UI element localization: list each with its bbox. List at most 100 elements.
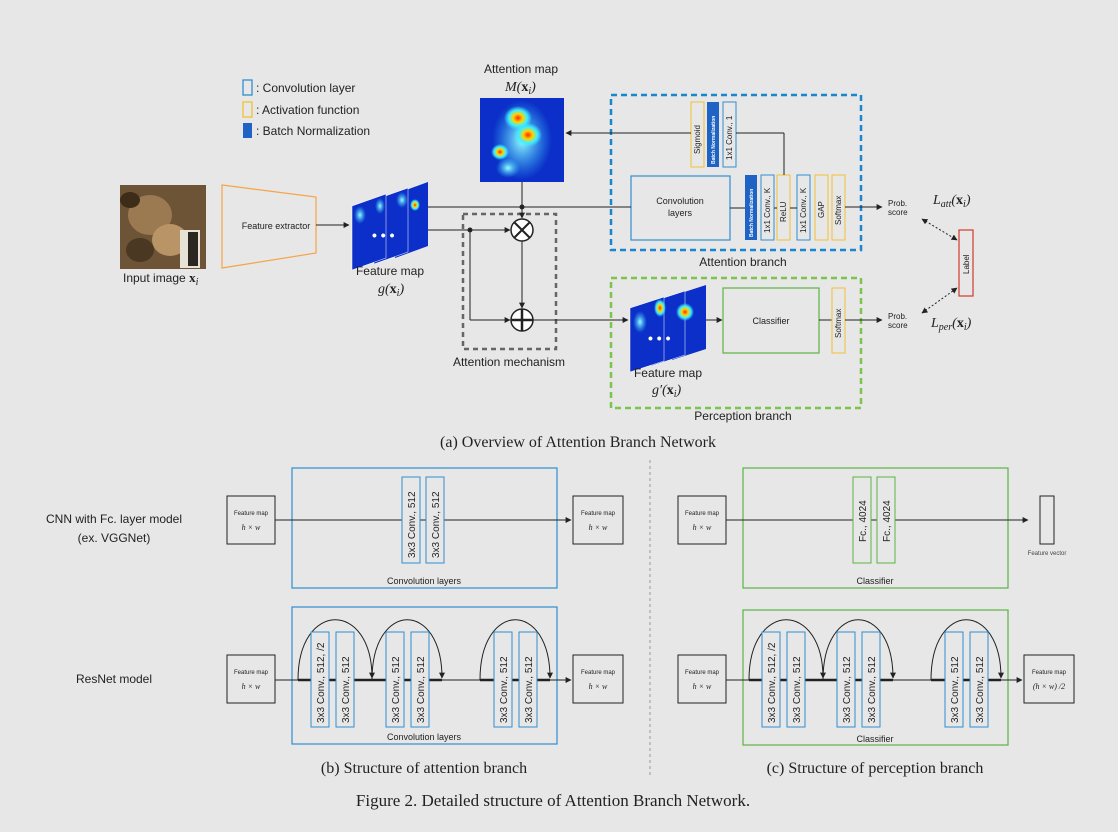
input-image	[120, 185, 206, 269]
prob-att-line2: score	[888, 208, 908, 217]
label-box	[958, 229, 974, 297]
softmax-att-label: Softmax	[834, 196, 843, 225]
dashed-att-label	[921, 218, 958, 241]
feature-map-g: • • •	[351, 182, 428, 271]
prob-per-line1: Prob.	[888, 312, 907, 321]
gap-block	[814, 174, 829, 241]
c-res-conv4: 3x3 Conv., 512	[867, 656, 878, 723]
b-res-fm-in-title: Feature map	[234, 670, 269, 676]
prob-per-line2: score	[888, 321, 908, 330]
attention-mechanism-box	[461, 212, 558, 351]
feature-map-g-label: Feature map	[356, 264, 424, 278]
feature-map-g-var: g(xi)	[378, 282, 404, 299]
perception-branch-label: Perception branch	[694, 409, 791, 423]
c-res-fm-out-title: Feature map	[1032, 670, 1067, 676]
c-resnet: Feature map h × w Classifier 3x3 Conv., …	[677, 609, 1075, 746]
legend-conv-swatch	[242, 79, 253, 96]
feature-vector-label: Feature vector	[1028, 551, 1067, 557]
l-att: Latt(xi)	[932, 193, 971, 210]
b-vgg: Feature map h × w Convolution layers 3x3…	[226, 467, 624, 589]
input-image-label: Input image xi	[123, 270, 199, 288]
conv1x1-1-block	[722, 101, 737, 168]
l-per: Lper(xi)	[930, 316, 972, 333]
figure-caption: Figure 2. Detailed structure of Attentio…	[356, 791, 750, 810]
legend-bn-swatch	[243, 123, 252, 138]
c-res-conv1: 3x3 Conv., 512, /2	[767, 642, 778, 723]
b-vgg-conv2: 3x3 Conv., 512	[431, 491, 442, 558]
c-res-fm-in-title: Feature map	[685, 670, 720, 676]
perception-branch-box	[609, 276, 863, 410]
prob-att-line1: Prob.	[888, 199, 907, 208]
b-res-fm-out-dim: h × w	[589, 682, 608, 691]
b-res-conv3: 3x3 Conv., 512	[391, 656, 402, 723]
legend-act-label: : Activation function	[256, 103, 359, 117]
feature-map-g-prime-var: g′(xi)	[652, 383, 682, 400]
bn-block-2	[707, 102, 719, 167]
b-vgg-fm-out-title: Feature map	[581, 511, 616, 517]
attention-mechanism-label: Attention mechanism	[453, 355, 565, 369]
bn-block-2-label: Batch Normalization	[711, 116, 717, 164]
c-res-caption: Classifier	[856, 734, 893, 744]
attention-map-var: M(xi)	[504, 80, 536, 97]
svg-text:• • •: • • •	[372, 227, 395, 243]
legend-bn-label: : Batch Normalization	[256, 124, 370, 138]
feature-map-g-prime-label: Feature map	[634, 366, 702, 380]
feature-map-g-prime: • • •	[629, 285, 706, 373]
relu-label: ReLU	[779, 201, 788, 222]
c-res-conv5: 3x3 Conv., 512	[950, 656, 961, 723]
b-vgg-caption: Convolution layers	[387, 576, 462, 586]
b-res-conv5: 3x3 Conv., 512	[499, 656, 510, 723]
b-vgg-conv1: 3x3 Conv., 512	[407, 491, 418, 558]
feature-extractor-trapezoid	[221, 184, 317, 269]
caption-a: (a) Overview of Attention Branch Network	[440, 434, 716, 451]
attention-map-label: Attention map	[484, 62, 558, 76]
gap-label: GAP	[817, 201, 826, 218]
label-text: Label	[962, 254, 971, 274]
caption-b: (b) Structure of attention branch	[321, 760, 527, 777]
b-res-conv4: 3x3 Conv., 512	[416, 656, 427, 723]
b-vgg-fm-out-dim: h × w	[589, 523, 608, 532]
b-res-conv2: 3x3 Conv., 512	[341, 656, 352, 723]
legend: : Convolution layer : Activation functio…	[242, 79, 370, 138]
b-vgg-fm-in-dim: h × w	[242, 523, 261, 532]
row1-label-line1: CNN with Fc. layer model	[46, 512, 182, 526]
b-res-fm-out-title: Feature map	[581, 670, 616, 676]
c-res-fm-out-dim: (h × w) /2	[1033, 682, 1065, 691]
c-res-conv3: 3x3 Conv., 512	[842, 656, 853, 723]
caption-c: (c) Structure of perception branch	[767, 760, 984, 777]
b-res-conv6: 3x3 Conv., 512	[524, 656, 535, 723]
b-res-fm-in-dim: h × w	[242, 682, 261, 691]
row1-label-line2: (ex. VGGNet)	[78, 531, 151, 545]
attention-branch-box	[609, 93, 863, 252]
feature-extractor-label: Feature extractor	[242, 221, 311, 231]
c-res-conv6: 3x3 Conv., 512	[975, 656, 986, 723]
c-vgg-fc1: Fc., 4024	[858, 500, 869, 542]
c-vgg-fc2: Fc., 4024	[882, 500, 893, 542]
dashed-per-label	[921, 287, 958, 314]
c-res-conv2: 3x3 Conv., 512	[792, 656, 803, 723]
c-vgg-caption: Classifier	[856, 576, 893, 586]
conv1x1-k-b-label: 1x1 Conv., K	[799, 187, 808, 233]
b-res-conv1: 3x3 Conv., 512, /2	[316, 642, 327, 723]
b-resnet: Feature map h × w Convolution layers 3x3…	[226, 606, 624, 745]
b-vgg-fm-in-title: Feature map	[234, 511, 269, 517]
sigmoid-block	[690, 101, 705, 168]
conv1x1-k-a-label: 1x1 Conv., K	[763, 187, 772, 233]
attention-map-image	[480, 98, 564, 182]
row2-label: ResNet model	[76, 672, 152, 686]
c-vgg-fm-in-title: Feature map	[685, 511, 720, 517]
attention-branch-label: Attention branch	[699, 255, 786, 269]
c-vgg: Feature map h × w Classifier Fc., 4024 F…	[677, 467, 1067, 589]
bn-block-1-label: Batch Normalization	[749, 189, 755, 237]
c-vgg-fm-in-dim: h × w	[693, 523, 712, 532]
svg-text:• • •: • • •	[648, 330, 671, 346]
conv1x1-1-label: 1x1 Conv., 1	[725, 115, 734, 160]
attention-conv-layers-line2: layers	[668, 208, 693, 218]
attention-conv-layers-line1: Convolution	[656, 196, 704, 206]
sigmoid-label: Sigmoid	[693, 125, 702, 154]
legend-act-swatch	[242, 101, 253, 118]
c-res-fm-in-dim: h × w	[693, 682, 712, 691]
softmax-per-label: Softmax	[834, 309, 843, 338]
b-res-caption: Convolution layers	[387, 732, 462, 742]
